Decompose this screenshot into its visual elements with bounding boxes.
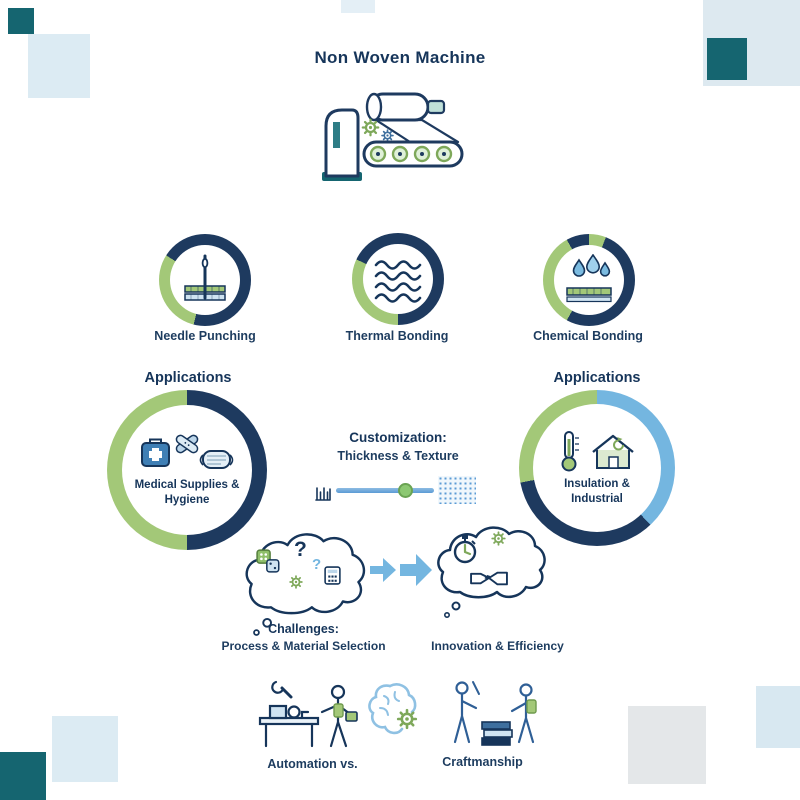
ruler-icon: [315, 487, 331, 501]
comparison-label-craftmanship: Craftmanship: [442, 755, 523, 769]
medical-icons: [141, 434, 234, 469]
innovation-cloud: [430, 518, 550, 624]
insulation-icons: [561, 430, 634, 472]
right-arrows-icon: [370, 554, 432, 586]
gear-icon: [398, 710, 416, 728]
needle-punching-icon: [184, 254, 226, 301]
gear-icon: [490, 530, 507, 547]
question-mark: ?: [294, 538, 307, 561]
challenges-heading: Challenges:: [268, 622, 339, 636]
gear-icon: [288, 574, 304, 590]
deco-square-teal-bottomleft: [0, 752, 46, 800]
challenges-block: Challenges: Process & Material Selection: [186, 621, 421, 654]
thermal-bonding-waves-icon: [374, 260, 422, 303]
challenges-label: Process & Material Selection: [221, 638, 386, 653]
applications-heading-right: Applications: [553, 370, 641, 386]
process-label-needle-punching: Needle Punching: [154, 329, 256, 343]
deco-square-gray-bottomright: [628, 706, 706, 784]
customization-subheading: Thickness & Texture: [337, 448, 459, 463]
application-label-medical: Medical Supplies & Hygiene: [134, 478, 240, 506]
handshake-icon: [470, 571, 508, 586]
chemical-bonding-droplets-icon: [566, 254, 612, 303]
worker-workbench-icon: [258, 680, 358, 748]
process-ring-needle-punching: [159, 234, 251, 326]
deco-square-pale-topleft: [28, 34, 90, 98]
application-circle-insulation: Insulation & Industrial: [519, 390, 675, 546]
eco-house-icon: [592, 434, 634, 453]
slider-knob[interactable]: [398, 483, 413, 498]
thickness-slider: [314, 474, 480, 508]
process-ring-thermal-bonding: [352, 233, 444, 325]
comparison-label-automation: Automation vs.: [267, 757, 358, 771]
question-mark: ?: [312, 556, 322, 573]
process-label-chemical-bonding: Chemical Bonding: [533, 329, 643, 343]
challenges-cloud: ? ?: [238, 522, 374, 644]
thought-cloud: [245, 533, 366, 636]
page-title: Non Woven Machine: [314, 48, 486, 67]
gear-icon: [382, 130, 393, 141]
stopwatch-icon: [453, 535, 477, 564]
application-label-insulation: Insulation & Industrial: [564, 477, 630, 505]
brain-gear-icon: [368, 683, 426, 735]
calculator-icon: [324, 566, 341, 585]
dice-icon: [256, 549, 280, 573]
nonwoven-machine-icon: [322, 92, 464, 181]
slider-track: [336, 488, 434, 493]
process-label-thermal-bonding: Thermal Bonding: [345, 329, 449, 343]
innovation-label: Innovation & Efficiency: [431, 639, 564, 653]
gear-icon: [363, 120, 378, 135]
deco-square-teal-topleft: [8, 8, 34, 34]
deco-square-pale-bottomleft: [52, 716, 118, 782]
applications-heading-left: Applications: [144, 370, 232, 386]
deco-square-teal-topright: [707, 38, 747, 80]
application-circle-medical: Medical Supplies & Hygiene: [107, 390, 267, 550]
process-ring-chemical-bonding: [543, 234, 635, 326]
deco-square-pale-topcenter: [341, 0, 375, 13]
customization-block: Customization: Thickness & Texture: [296, 429, 500, 465]
craftsmen-stack-icon: [453, 681, 537, 746]
deco-square-pale-bottomright: [756, 686, 800, 748]
texture-swatch: [438, 476, 476, 504]
customization-heading: Customization:: [349, 430, 447, 445]
